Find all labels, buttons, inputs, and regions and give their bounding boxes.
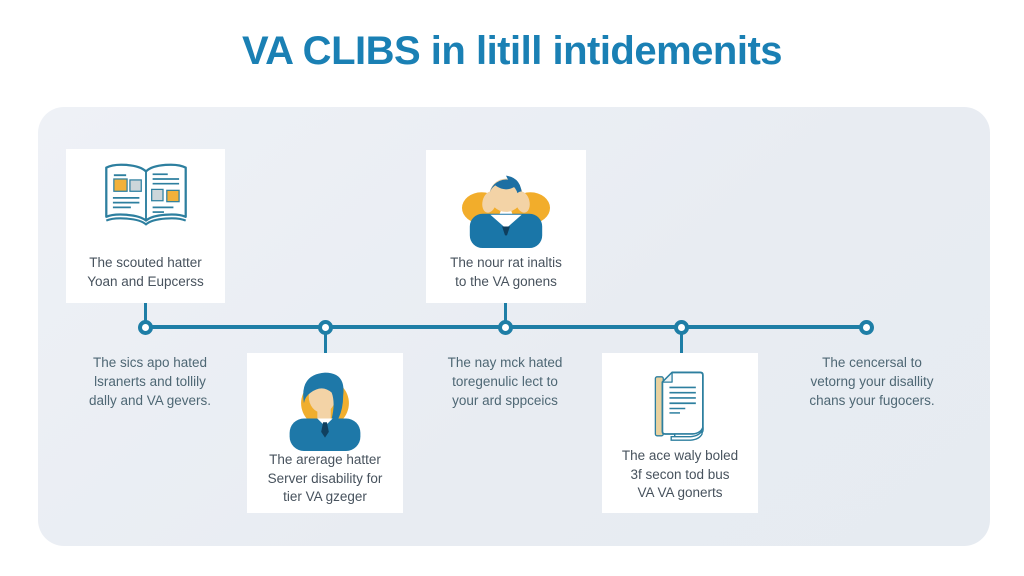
timeline-node: [317, 319, 333, 335]
person-portrait-icon: [277, 363, 373, 451]
timeline-connector: [143, 302, 147, 321]
timeline-card-person-stressed: The nour rat inaltis to the VA gonens: [426, 150, 586, 303]
note-line: toregenulic lect to: [452, 374, 558, 389]
open-book-icon: [94, 159, 198, 233]
note-line: your ard sppceics: [452, 393, 558, 408]
card-caption: The scouted hatter Yoan and Eupcerss: [87, 254, 204, 291]
note-line: chans your fugocers.: [809, 393, 935, 408]
timeline-note: The nay mck hated toregenulic lect to yo…: [415, 353, 595, 410]
card-caption-line: Yoan and Eupcerss: [87, 273, 204, 289]
timeline-note: The sics apo hated lsranerts and tollily…: [52, 353, 248, 410]
card-caption-line: The scouted hatter: [89, 255, 202, 270]
timeline-connector: [503, 302, 507, 321]
timeline-note: The cencersal to vetorng your disallity …: [772, 353, 972, 410]
card-caption-line: 3f secon tod bus: [630, 466, 730, 482]
note-line: dally and VA gevers.: [88, 393, 212, 408]
card-caption-line: The nour rat inaltis: [450, 255, 562, 270]
timeline-node: [497, 319, 513, 335]
card-caption-line: VA VA gonerts: [637, 485, 723, 500]
card-caption: The ace waly boled 3f secon tod bus VA V…: [622, 447, 738, 503]
timeline-connector: [323, 334, 327, 354]
person-head-in-hands-icon: [457, 160, 555, 250]
card-caption-line: Server disability for: [267, 470, 383, 486]
documents-icon: [636, 363, 724, 447]
note-line: lsranerts and tollily: [94, 374, 206, 389]
note-line: vetorng your disallity: [810, 374, 934, 389]
timeline-card-documents: The ace waly boled 3f secon tod bus VA V…: [602, 353, 758, 513]
timeline-node: [137, 319, 153, 335]
card-caption: The nour rat inaltis to the VA gonens: [450, 254, 562, 291]
note-line: The nay mck hated: [447, 355, 563, 370]
card-caption-line: to the VA gonens: [455, 273, 557, 289]
card-caption: The arerage hatter Server disability for…: [268, 451, 383, 507]
card-caption-line: tier VA gzeger: [283, 489, 367, 504]
page-title: VA CLIBS in litill intidemenits: [241, 29, 783, 73]
card-caption-line: The arerage hatter: [269, 452, 381, 467]
timeline-node: [858, 319, 874, 335]
note-line: The cencersal to: [822, 355, 922, 370]
card-caption-line: The ace waly boled: [621, 448, 739, 463]
timeline-card-book: The scouted hatter Yoan and Eupcerss: [66, 149, 225, 303]
note-line: The sics apo hated: [92, 355, 208, 370]
timeline-node: [673, 319, 689, 335]
timeline-card-person-portrait: The arerage hatter Server disability for…: [247, 353, 403, 513]
timeline-connector: [679, 334, 683, 354]
